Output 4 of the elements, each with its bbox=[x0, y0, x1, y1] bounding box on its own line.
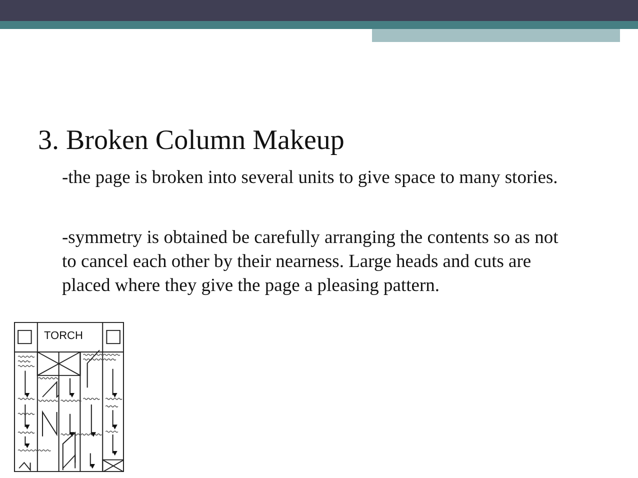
slide-title: 3. Broken Column Makeup bbox=[38, 125, 344, 157]
body-paragraph: -the page is broken into several units to give space to many stories. bbox=[62, 167, 559, 190]
body-paragraph: -symmetry is obtained be carefully arranging the contents so as not to cancel each other by their nearness. Large heads and cuts are placed where they give the page a pleasing pattern. bbox=[62, 227, 560, 298]
nameplate-text: TORCH bbox=[44, 330, 83, 342]
